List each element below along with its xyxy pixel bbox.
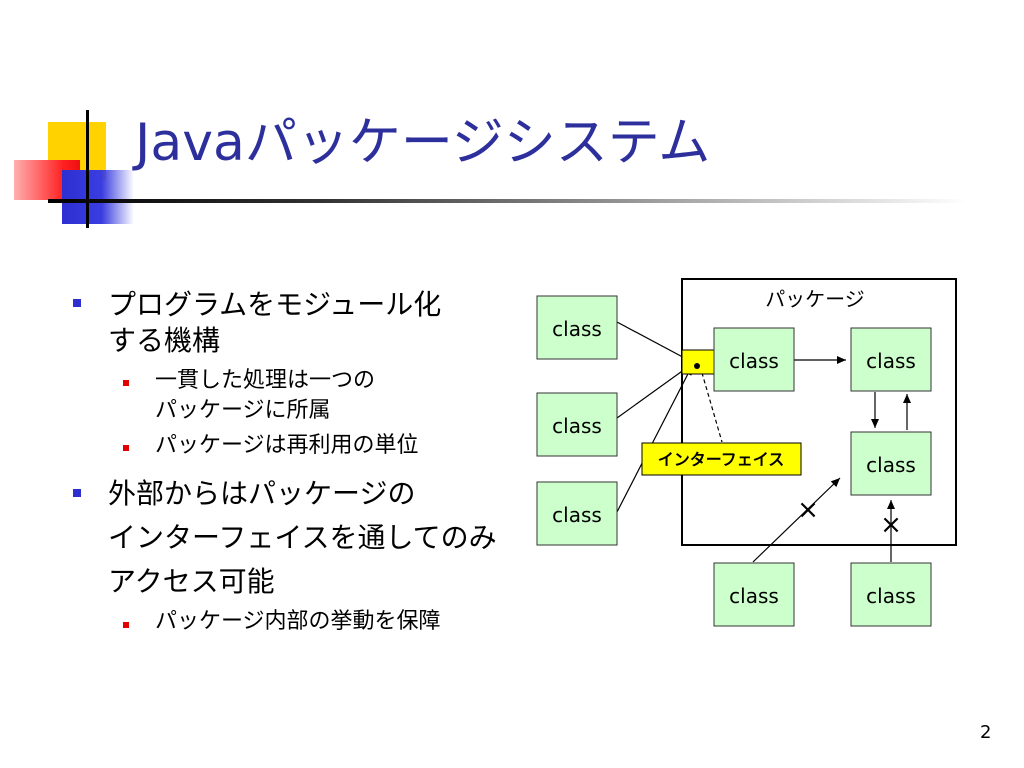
class-box: class: [850, 562, 932, 627]
decoration-vertical-line: [86, 110, 89, 228]
bullet-1-line-2: する機構: [108, 324, 221, 357]
class-box: class: [713, 562, 795, 627]
slide-title: Javaパッケージシステム: [135, 113, 711, 173]
class-box: class: [536, 295, 618, 360]
package-frame: [681, 278, 957, 546]
decoration-blue-block: [62, 170, 134, 224]
svg-text:class: class: [729, 349, 779, 373]
interface-dot: [694, 363, 700, 369]
page-number: 2: [980, 722, 992, 743]
svg-text:class: class: [866, 453, 916, 477]
interface-label: インターフェイス: [658, 450, 785, 469]
svg-text:class: class: [866, 584, 916, 608]
svg-text:class: class: [729, 584, 779, 608]
svg-text:class: class: [866, 349, 916, 373]
bullet-1-sub-1-line-2: パッケージに所属: [155, 398, 331, 423]
blocked-mark: ×: [880, 510, 902, 540]
title-underline: [48, 199, 968, 203]
sub-bullet-marker: [123, 445, 129, 451]
bullet-2-line-3: アクセス可能: [108, 565, 275, 598]
svg-text:class: class: [552, 414, 602, 438]
bullet-2-sub-1: パッケージ内部の挙動を保障: [155, 609, 441, 634]
svg-text:class: class: [552, 503, 602, 527]
sub-bullet-marker: [123, 622, 129, 628]
bullet-1-sub-2: パッケージは再利用の単位: [155, 433, 419, 458]
svg-text:class: class: [552, 317, 602, 341]
package-label: パッケージ: [765, 287, 865, 311]
class-box: class: [536, 481, 618, 546]
interface-port: [681, 349, 715, 375]
blocked-mark: ×: [797, 495, 819, 525]
bullet-1-line-1: プログラムをモジュール化: [108, 288, 442, 321]
bullet-1-sub-1-line-1: 一貫した処理は一つの: [155, 368, 376, 393]
sub-bullet-marker: [123, 380, 129, 386]
bullet-2-line-2: インターフェイスを通してのみ: [108, 521, 497, 554]
bullet-marker: [73, 489, 81, 497]
interface-label-box: [641, 442, 802, 476]
class-box: class: [713, 327, 795, 392]
bullet-marker: [73, 299, 81, 307]
class-box: class: [850, 327, 932, 392]
bullet-2-line-1: 外部からはパッケージの: [108, 477, 416, 510]
class-box: class: [536, 392, 618, 457]
class-box: class: [850, 431, 932, 496]
